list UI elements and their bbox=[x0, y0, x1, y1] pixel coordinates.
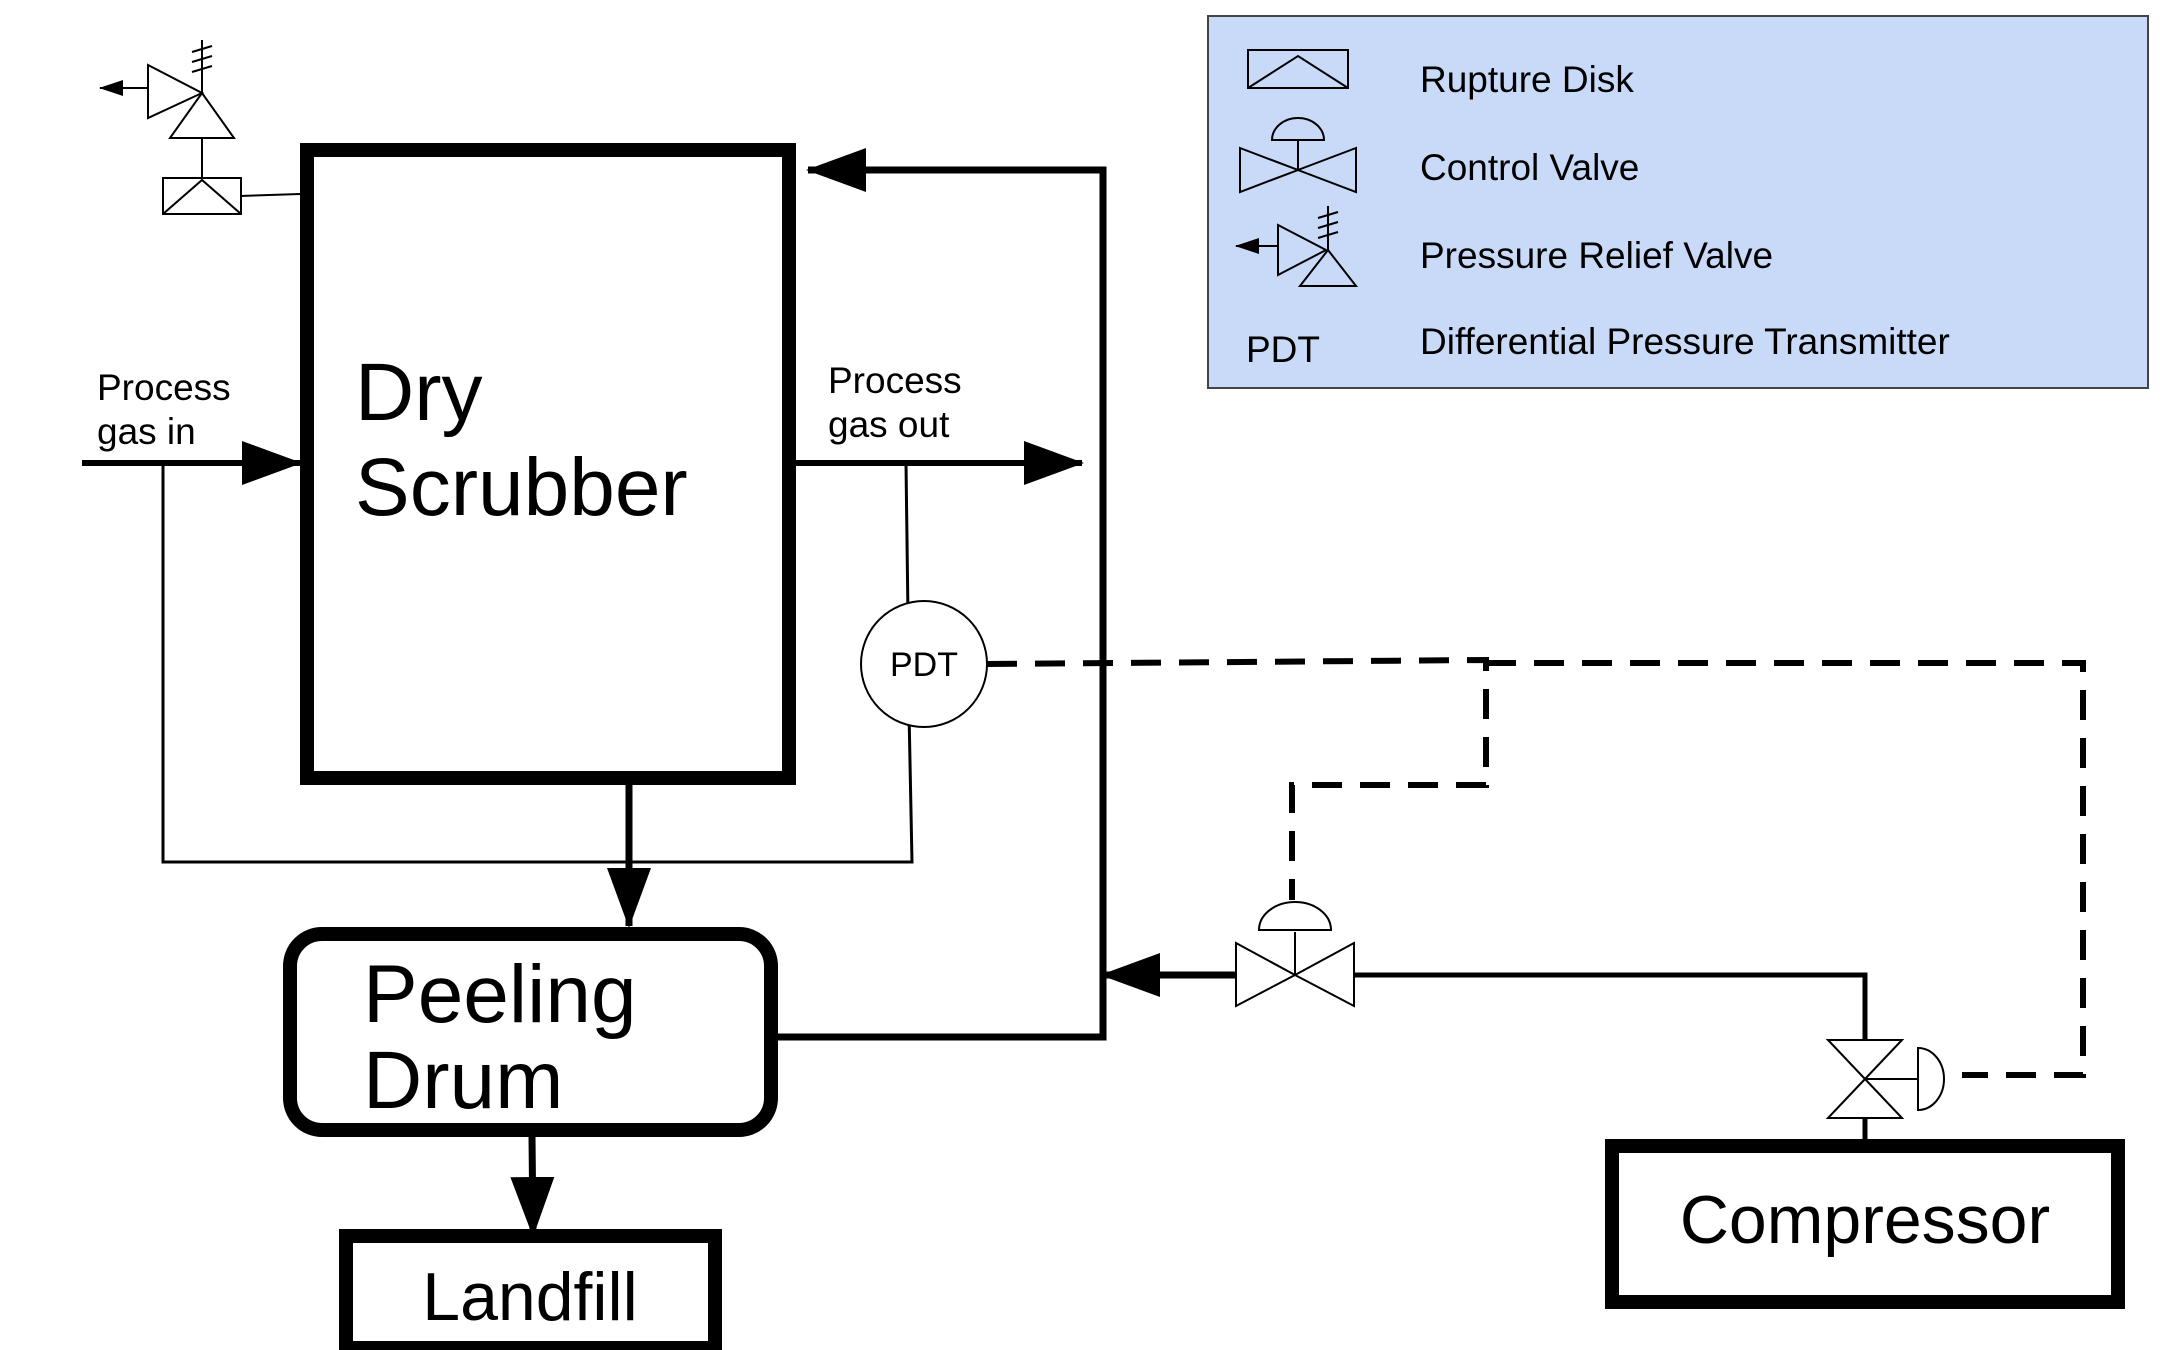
signal-lines bbox=[986, 656, 2086, 1078]
rupture-disk-icon bbox=[162, 177, 242, 215]
legend-label-control-valve: Control Valve bbox=[1420, 147, 1639, 188]
peeling-drum-vessel bbox=[283, 927, 778, 1137]
compressor: Compressor bbox=[1605, 1139, 2125, 1309]
pdt-instrument: PDT bbox=[860, 600, 988, 728]
dry-scrubber: Dry Scrubber bbox=[300, 143, 796, 785]
control-valve-icon bbox=[1235, 901, 1355, 1008]
dry-scrubber-vessel bbox=[300, 143, 796, 785]
landfill-box bbox=[339, 1229, 722, 1350]
legend-pressure-relief-valve-icon bbox=[1235, 206, 1359, 287]
scrubber-relief-assembly bbox=[99, 40, 301, 215]
peeling-drum-label-line2: Drum bbox=[363, 1035, 563, 1126]
process-gas-in-stream: Process gas in bbox=[82, 367, 302, 485]
legend-label-pdt: Differential Pressure Transmitter bbox=[1420, 321, 1950, 362]
pdt-label: PDT bbox=[890, 646, 958, 684]
legend: Rupture Disk Control Valve Pressure Reli… bbox=[1207, 15, 2149, 389]
process-gas-out-stream: Process gas out bbox=[796, 360, 1084, 485]
compressor-box bbox=[1605, 1139, 2125, 1309]
landfill: Landfill bbox=[339, 1229, 722, 1350]
pressure-relief-valve-icon bbox=[168, 91, 236, 139]
legend-label-rupture-disk: Rupture Disk bbox=[1420, 59, 1634, 100]
legend-pdt-symbol: PDT bbox=[1246, 329, 1320, 370]
recycle-loop bbox=[778, 148, 1107, 1041]
process-gas-in-label-line2: gas in bbox=[97, 411, 196, 452]
process-gas-in-label-line1: Process bbox=[97, 367, 231, 408]
pdt-impulse-lines bbox=[161, 462, 914, 864]
landfill-label: Landfill bbox=[422, 1259, 638, 1335]
legend-rupture-disk-icon bbox=[1247, 49, 1349, 89]
drum-to-landfill-line bbox=[510, 1135, 555, 1237]
dry-scrubber-label-line2: Scrubber bbox=[355, 442, 688, 533]
process-gas-out-label-line2: gas out bbox=[828, 404, 950, 445]
legend-box bbox=[1207, 15, 2149, 389]
legend-control-valve-icon bbox=[1239, 117, 1357, 194]
compressor-line bbox=[1100, 953, 1868, 1146]
dry-scrubber-label-line1: Dry bbox=[355, 347, 483, 438]
compressor-label: Compressor bbox=[1680, 1182, 2050, 1258]
legend-label-pressure-relief-valve: Pressure Relief Valve bbox=[1420, 235, 1773, 276]
peeling-drum-label-line1: Peeling bbox=[363, 949, 637, 1040]
compressor-valve-icon bbox=[1825, 1039, 1945, 1119]
peeling-drum: Peeling Drum bbox=[283, 927, 778, 1137]
process-gas-out-label-line1: Process bbox=[828, 360, 962, 401]
